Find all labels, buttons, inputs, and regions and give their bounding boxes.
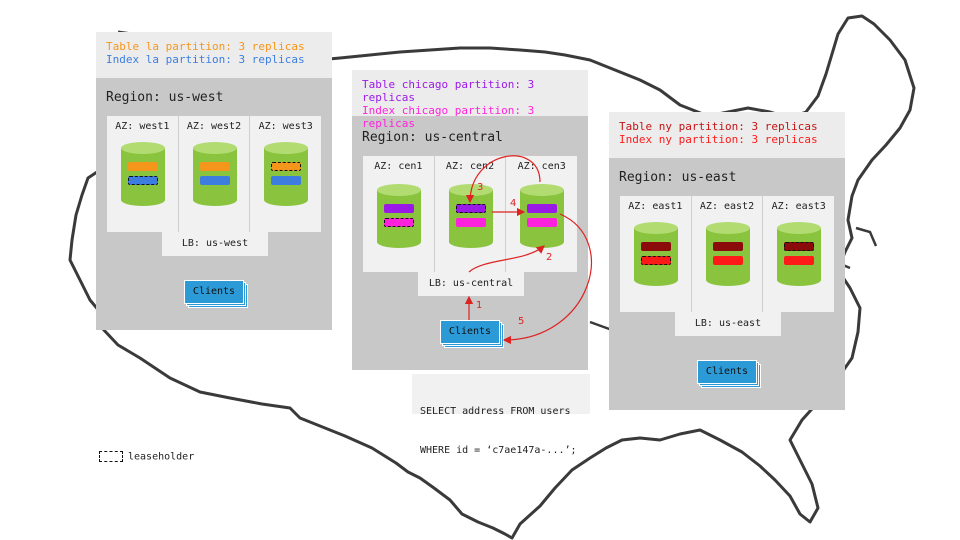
west-index-partition-label: Index la partition: 3 replicas <box>106 53 305 66</box>
region-east-title: Region: us-east <box>619 170 737 185</box>
table-replica-leaseholder <box>784 242 815 251</box>
database-node-icon <box>634 222 678 286</box>
az-cen3: AZ: cen3 <box>506 156 577 272</box>
east-index-partition-label: Index ny partition: 3 replicas <box>619 133 818 146</box>
index-replica-leaseholder <box>641 256 671 265</box>
table-replica-leaseholder <box>271 162 302 171</box>
index-replica <box>712 256 743 265</box>
az-west1: AZ: west1 <box>107 116 179 232</box>
region-west-header: Table la partition: 3 replicas Index la … <box>96 32 332 78</box>
az-west3: AZ: west3 <box>250 116 321 232</box>
az-label: AZ: west3 <box>258 121 313 132</box>
az-label: AZ: west1 <box>115 121 170 132</box>
table-replica <box>641 242 671 251</box>
database-node-icon <box>520 184 565 248</box>
database-node-icon <box>705 222 750 286</box>
table-replica <box>527 204 558 213</box>
table-replica <box>128 162 158 171</box>
database-node-icon <box>377 184 421 248</box>
clients-label: Clients <box>192 286 236 297</box>
table-replica <box>384 204 414 213</box>
az-group-central: AZ: cen1 AZ: cen2 AZ: cen3 <box>363 156 577 272</box>
database-node-icon <box>192 142 237 206</box>
az-label: AZ: east1 <box>628 201 683 212</box>
az-label: AZ: cen3 <box>517 161 566 172</box>
region-us-east: Table ny partition: 3 replicas Index ny … <box>609 112 845 410</box>
database-node-icon <box>121 142 165 206</box>
leaseholder-legend: leaseholder <box>99 451 194 463</box>
az-label: AZ: cen2 <box>445 161 495 172</box>
clients-us-west: Clients <box>184 280 248 308</box>
index-replica-leaseholder <box>128 176 158 185</box>
index-replica <box>527 218 558 227</box>
az-east2: AZ: east2 <box>692 196 764 312</box>
east-table-partition-label: Table ny partition: 3 replicas <box>619 120 818 133</box>
az-group-west: AZ: west1 AZ: west2 AZ: west3 <box>107 116 321 232</box>
clients-label: Clients <box>448 326 492 337</box>
az-cen2: AZ: cen2 <box>435 156 507 272</box>
index-replica <box>199 176 230 185</box>
clients-label: Clients <box>705 366 749 377</box>
leaseholder-swatch <box>99 451 123 462</box>
region-central-header: Table chicago partition: 3 replicas Inde… <box>352 70 588 130</box>
database-node-icon <box>448 184 493 248</box>
index-replica-leaseholder <box>384 218 414 227</box>
region-us-central: Table chicago partition: 3 replicas Inde… <box>352 70 588 370</box>
index-replica <box>455 218 486 227</box>
load-balancer-us-central: LB: us-central <box>418 272 524 296</box>
database-node-icon <box>777 222 822 286</box>
az-label: AZ: east2 <box>699 201 755 212</box>
region-east-header: Table ny partition: 3 replicas Index ny … <box>609 112 845 158</box>
az-label: AZ: west2 <box>186 121 242 132</box>
az-east1: AZ: east1 <box>620 196 692 312</box>
legend-label: leaseholder <box>128 451 195 463</box>
region-west-title: Region: us-west <box>106 90 224 105</box>
clients-us-east: Clients <box>697 360 761 388</box>
table-replica <box>199 162 230 171</box>
load-balancer-us-west: LB: us-west <box>162 232 268 256</box>
clients-us-central: Clients <box>440 320 504 348</box>
database-node-icon <box>264 142 309 206</box>
sql-query-line-2: WHERE id = ‘c7ae147a-...’; <box>420 445 577 456</box>
central-table-partition-label: Table chicago partition: 3 replicas <box>362 78 535 104</box>
az-west2: AZ: west2 <box>179 116 251 232</box>
az-group-east: AZ: east1 AZ: east2 AZ: east3 <box>620 196 834 312</box>
az-east3: AZ: east3 <box>763 196 834 312</box>
index-replica <box>784 256 815 265</box>
az-cen1: AZ: cen1 <box>363 156 435 272</box>
load-balancer-us-east: LB: us-east <box>675 312 781 336</box>
table-replica <box>712 242 743 251</box>
west-table-partition-label: Table la partition: 3 replicas <box>106 40 305 53</box>
sql-query-box: SELECT address FROM users WHERE id = ‘c7… <box>412 374 590 456</box>
az-label: AZ: cen1 <box>374 161 423 172</box>
central-index-partition-label: Index chicago partition: 3 replicas <box>362 104 535 130</box>
index-replica <box>271 176 302 185</box>
table-replica-leaseholder <box>455 204 486 213</box>
region-central-title: Region: us-central <box>362 130 503 145</box>
az-label: AZ: east3 <box>771 201 826 212</box>
sql-query-line-1: SELECT address FROM users <box>420 406 571 417</box>
region-us-west: Table la partition: 3 replicas Index la … <box>96 32 332 330</box>
